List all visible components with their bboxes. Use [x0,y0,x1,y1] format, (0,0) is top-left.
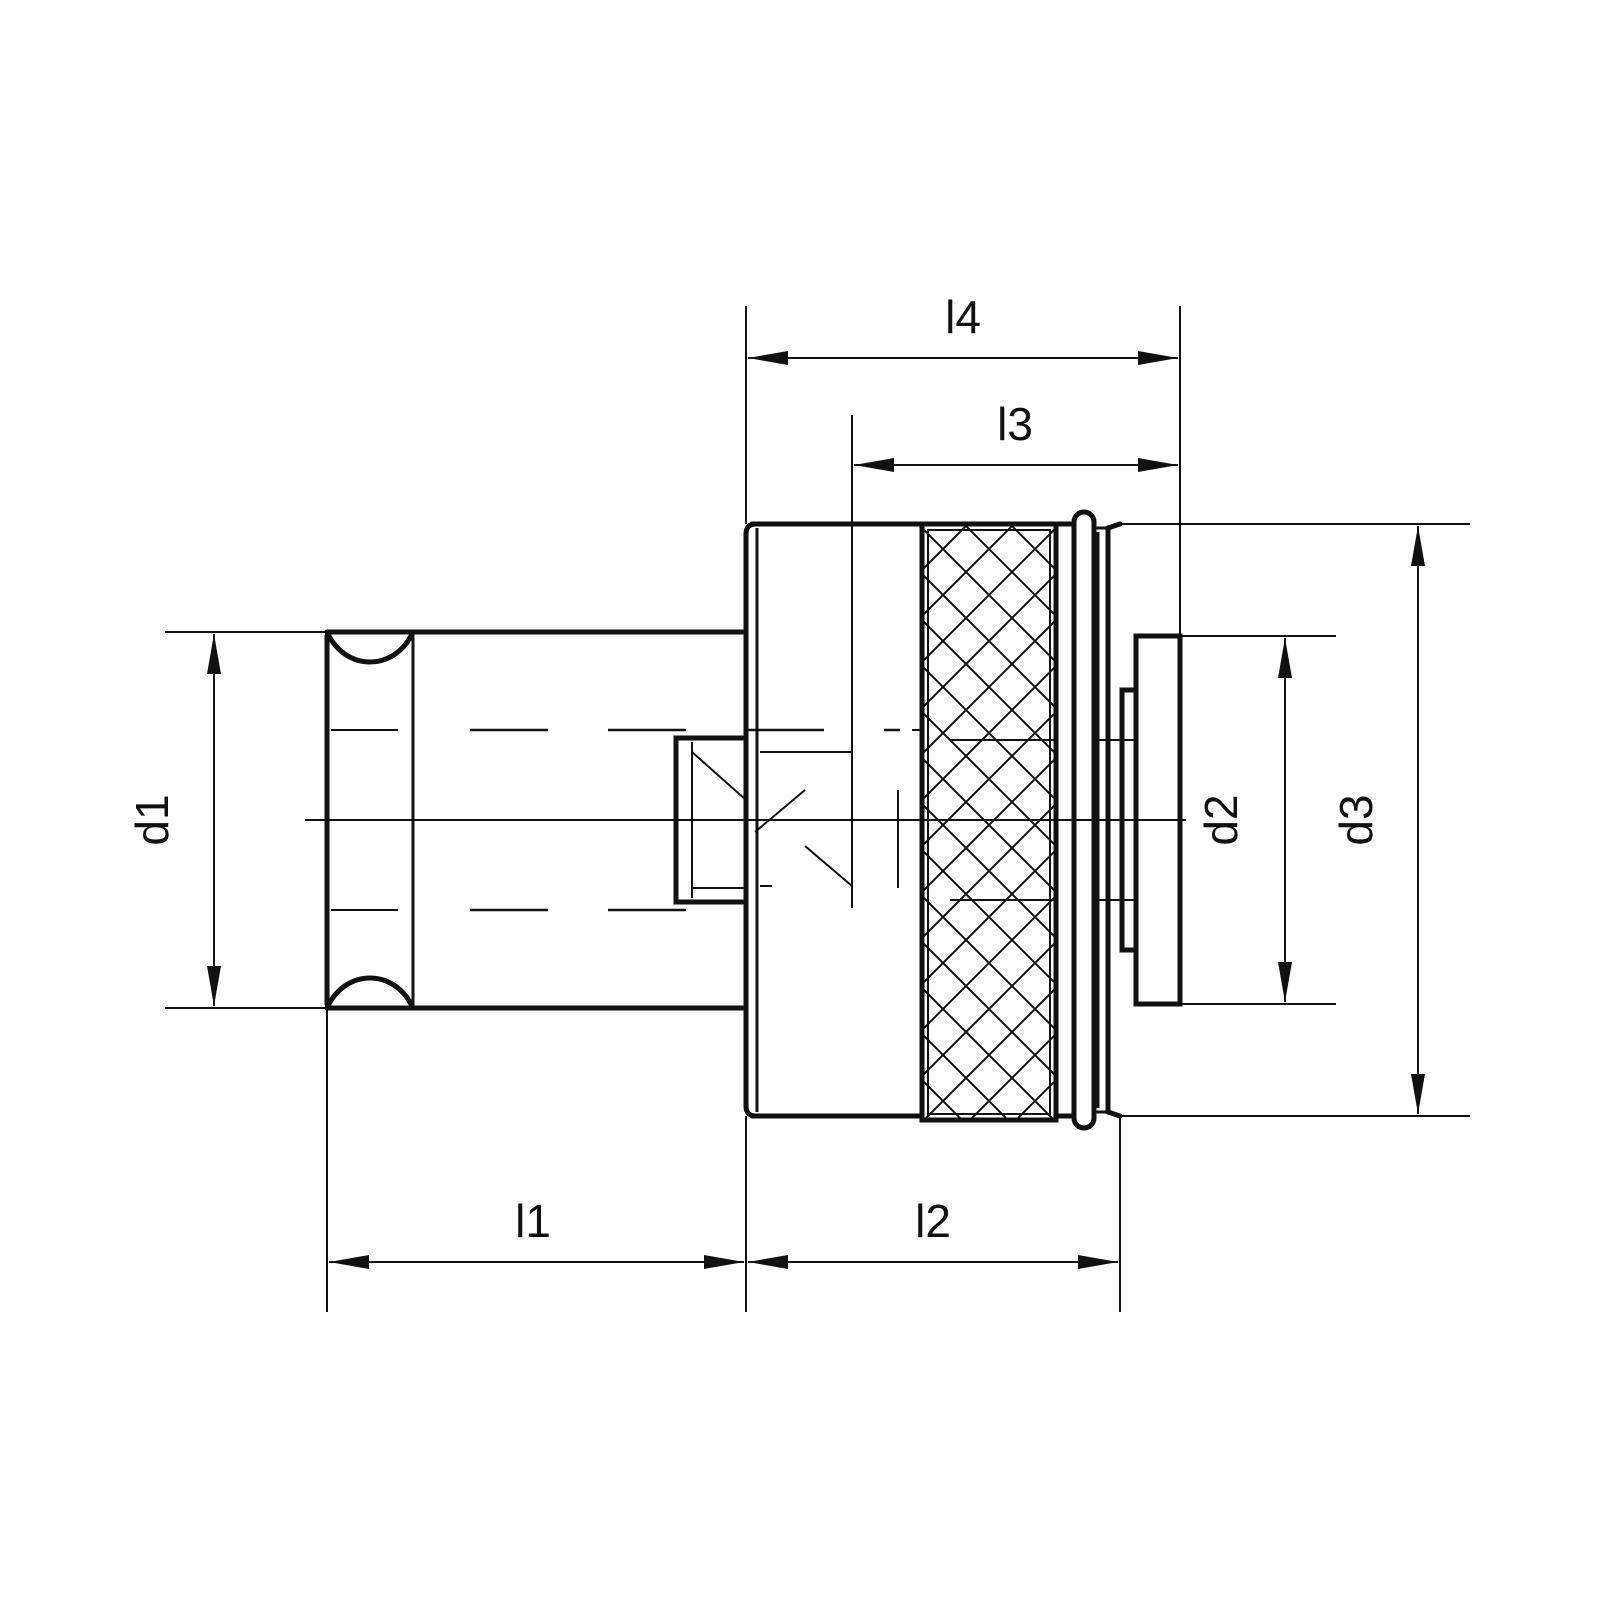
knurl-line [922,619,1056,755]
knurl-line [922,711,1056,847]
knurl-pattern [922,524,1056,1120]
knurl-line [1014,1079,1056,1120]
knurl-line [922,941,1056,1077]
knurl-line [922,849,1056,985]
knurl-line [1054,524,1056,525]
knurl-line [922,757,1056,893]
knurl-line [922,573,1056,709]
knurl-line [922,524,1016,617]
label-l4: l4 [945,291,981,343]
knurl-line [922,524,924,525]
label-l3: l3 [997,398,1033,450]
knurl-line [922,527,1056,663]
knurl-line [922,665,1056,801]
label-d3: d3 [1330,794,1382,845]
body [673,509,1183,1131]
label-l1: l1 [515,1195,551,1247]
knurl-line [922,987,1056,1120]
knurl-line [922,895,1056,1031]
label-d1: d1 [126,794,178,845]
knurl-line [922,1079,964,1120]
label-d2: d2 [1195,794,1247,845]
knurl-line [1008,524,1056,571]
knurl-line [922,803,1056,939]
knurl-line [968,1033,1056,1120]
label-l2: l2 [915,1195,951,1247]
knurl-line [922,524,970,571]
dimension-lines [207,351,1425,1269]
extension-lines [165,306,1470,1312]
dimension-labels: l4 l3 l1 l2 d1 d2 d3 [126,291,1382,1247]
